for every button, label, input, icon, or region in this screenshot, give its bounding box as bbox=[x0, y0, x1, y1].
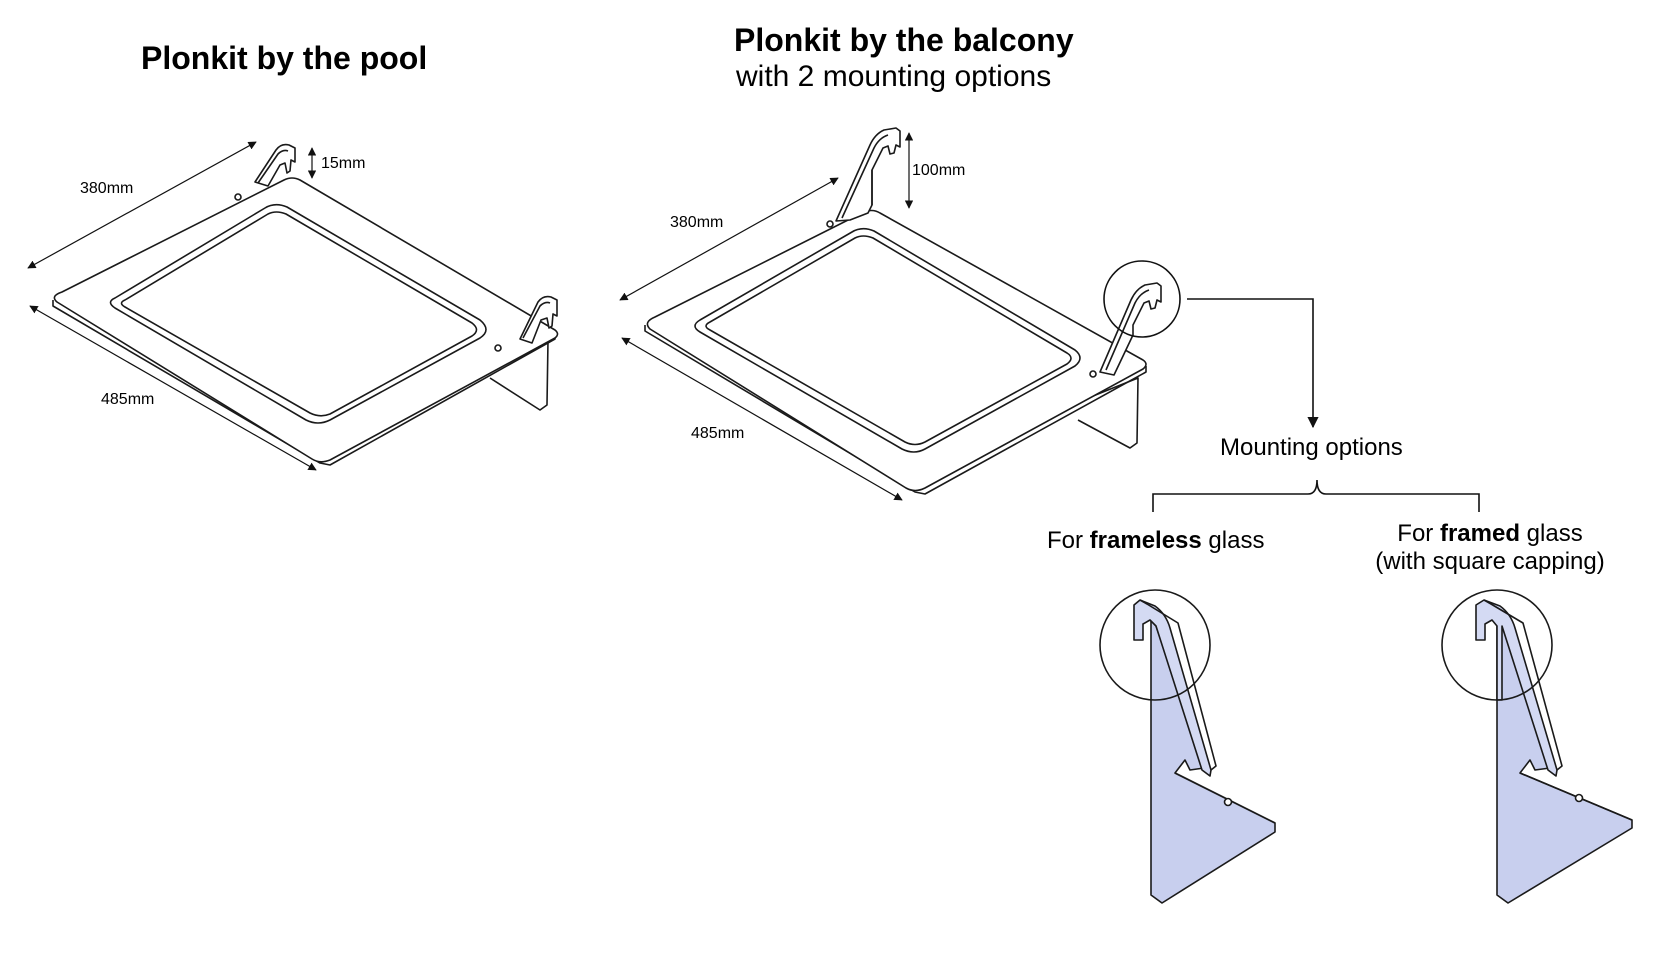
pool-dimensions bbox=[27, 141, 317, 471]
mounting-callout bbox=[1103, 260, 1480, 512]
frameless-bracket-arm bbox=[1133, 599, 1212, 777]
pool-hook-back bbox=[254, 143, 296, 187]
balcony-subtitle: with 2 mounting options bbox=[736, 60, 1052, 93]
balcony-height-label: 100mm bbox=[912, 162, 966, 179]
frameless-callout-circle bbox=[1099, 589, 1211, 701]
pool-length-label: 485mm bbox=[101, 391, 155, 408]
pool-width-label: 380mm bbox=[80, 180, 134, 197]
callout-connector bbox=[1187, 298, 1319, 429]
balcony-hook-back bbox=[835, 127, 901, 222]
balcony-support-plate bbox=[1077, 377, 1139, 449]
framed-bracket-arm bbox=[1475, 599, 1558, 777]
frameless-bracket-drawing bbox=[1099, 589, 1276, 904]
pool-height-label: 15mm bbox=[321, 155, 366, 172]
balcony-width-label: 380mm bbox=[670, 214, 724, 231]
framed-callout-circle bbox=[1441, 589, 1553, 701]
pool-title: Plonkit by the pool bbox=[141, 40, 428, 76]
balcony-shelf-tray bbox=[694, 227, 1081, 453]
balcony-dimensions bbox=[619, 132, 914, 501]
balcony-hook-front bbox=[1099, 282, 1162, 376]
framed-bracket-drawing bbox=[1441, 589, 1633, 904]
balcony-width-arrow bbox=[619, 177, 839, 301]
pool-width-arrow bbox=[27, 141, 257, 269]
callout-circle bbox=[1103, 260, 1181, 338]
pool-length-arrow bbox=[29, 305, 317, 471]
mounting-options-heading: Mounting options bbox=[1220, 434, 1403, 461]
frameless-option-label: For frameless glass bbox=[1047, 527, 1265, 554]
balcony-title: Plonkit by the balcony bbox=[734, 22, 1074, 58]
balcony-length-arrow bbox=[621, 337, 903, 501]
options-brace bbox=[1152, 479, 1480, 512]
framed-option-label: For framed glass (with square capping) bbox=[1370, 520, 1610, 576]
framed-option-sublabel: (with square capping) bbox=[1375, 548, 1605, 575]
balcony-length-label: 485mm bbox=[691, 425, 745, 442]
pool-hook-front bbox=[519, 295, 558, 344]
